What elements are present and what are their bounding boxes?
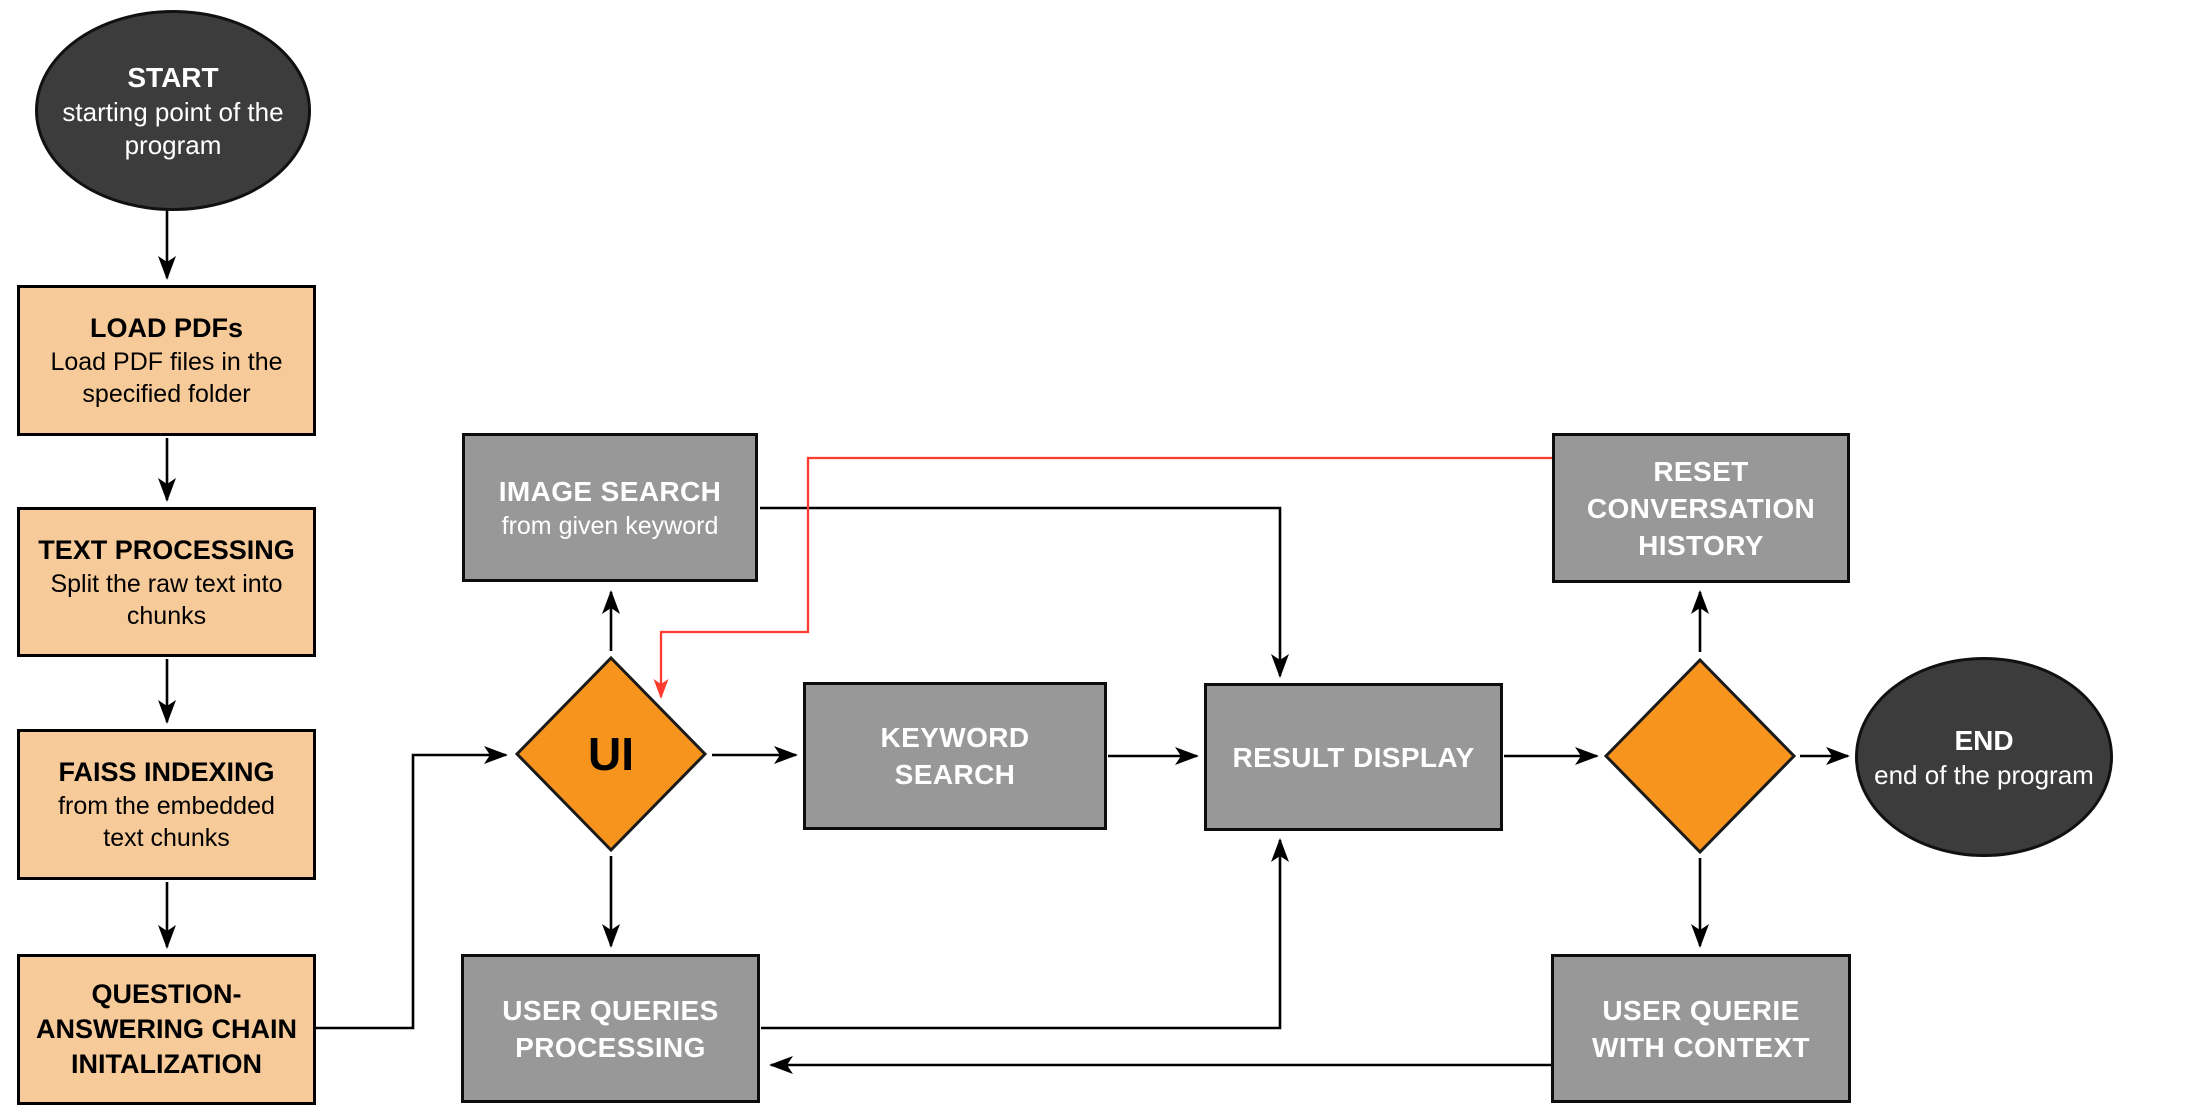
node-user-queries-processing-title: PROCESSING <box>515 1031 706 1063</box>
node-faiss-indexing-title: FAISS INDEXING <box>58 757 275 787</box>
node-start: START starting point of the program <box>35 10 311 211</box>
node-keyword-search-title: SEARCH <box>894 759 1016 790</box>
node-reset-conversation-history: RESET CONVERSATION HISTORY <box>1552 433 1850 583</box>
node-image-search: IMAGE SEARCH from given keyword <box>462 433 758 582</box>
node-user-queries-processing-title: USER QUERIES <box>502 994 719 1026</box>
edge-user-queries-to-result-display <box>761 838 1289 1030</box>
node-reset-history-title: HISTORY <box>1638 529 1764 561</box>
node-start-subtitle: program <box>124 129 222 160</box>
node-end-subtitle: end of the program <box>1874 759 2094 790</box>
diamond-shape <box>1603 657 1797 855</box>
node-text-processing: TEXT PROCESSING Split the raw text into … <box>17 507 316 657</box>
node-user-querie-context-title: USER QUERIE <box>1602 994 1800 1026</box>
node-text-processing-title: TEXT PROCESSING <box>38 534 295 565</box>
node-qa-chain-title: ANSWERING CHAIN <box>36 1014 297 1044</box>
edge-qa-chain-to-ui <box>316 746 508 1030</box>
node-image-search-subtitle: from given keyword <box>501 512 719 540</box>
node-user-querie-context-title: WITH CONTEXT <box>1592 1031 1810 1063</box>
node-end-title: END <box>1954 724 2014 756</box>
node-keyword-search-title: KEYWORD <box>880 722 1030 753</box>
edge-reset-history-to-ui-red <box>653 456 1552 699</box>
node-qa-chain-title: INITALIZATION <box>71 1049 262 1079</box>
node-exit-decision <box>1603 657 1797 855</box>
node-user-queries-processing: USER QUERIES PROCESSING <box>461 954 760 1103</box>
node-qa-chain-title: QUESTION- <box>91 979 242 1009</box>
node-end: END end of the program <box>1855 657 2113 857</box>
node-faiss-indexing: FAISS INDEXING from the embedded text ch… <box>17 729 316 880</box>
node-result-display-title: RESULT DISPLAY <box>1232 741 1475 773</box>
edge-image-search-to-result-display <box>760 506 1289 678</box>
node-load-pdfs-subtitle: Load PDF files in the <box>50 348 283 376</box>
node-load-pdfs: LOAD PDFs Load PDF files in the specifie… <box>17 285 316 436</box>
node-text-processing-subtitle: chunks <box>126 601 207 630</box>
node-user-querie-with-context: USER QUERIE WITH CONTEXT <box>1551 954 1851 1103</box>
node-text-processing-subtitle: Split the raw text into <box>50 569 283 598</box>
node-image-search-title: IMAGE SEARCH <box>498 476 722 507</box>
node-load-pdfs-subtitle: specified folder <box>82 380 251 408</box>
node-start-subtitle: starting point of the <box>62 96 284 127</box>
node-start-title: START <box>127 61 219 93</box>
node-ui-decision: UI <box>514 655 708 853</box>
node-faiss-indexing-subtitle: from the embedded <box>58 792 275 820</box>
node-faiss-indexing-subtitle: text chunks <box>103 824 230 852</box>
node-result-display: RESULT DISPLAY <box>1204 683 1503 831</box>
node-ui-decision-label: UI <box>588 728 634 780</box>
node-reset-history-title: CONVERSATION <box>1586 492 1816 524</box>
diamond-shape <box>514 655 708 853</box>
node-keyword-search: KEYWORD SEARCH <box>803 682 1107 830</box>
node-qa-chain-initialization: QUESTION- ANSWERING CHAIN INITALIZATION <box>17 954 316 1105</box>
node-load-pdfs-title: LOAD PDFs <box>89 313 243 343</box>
node-reset-history-title: RESET <box>1653 455 1749 487</box>
